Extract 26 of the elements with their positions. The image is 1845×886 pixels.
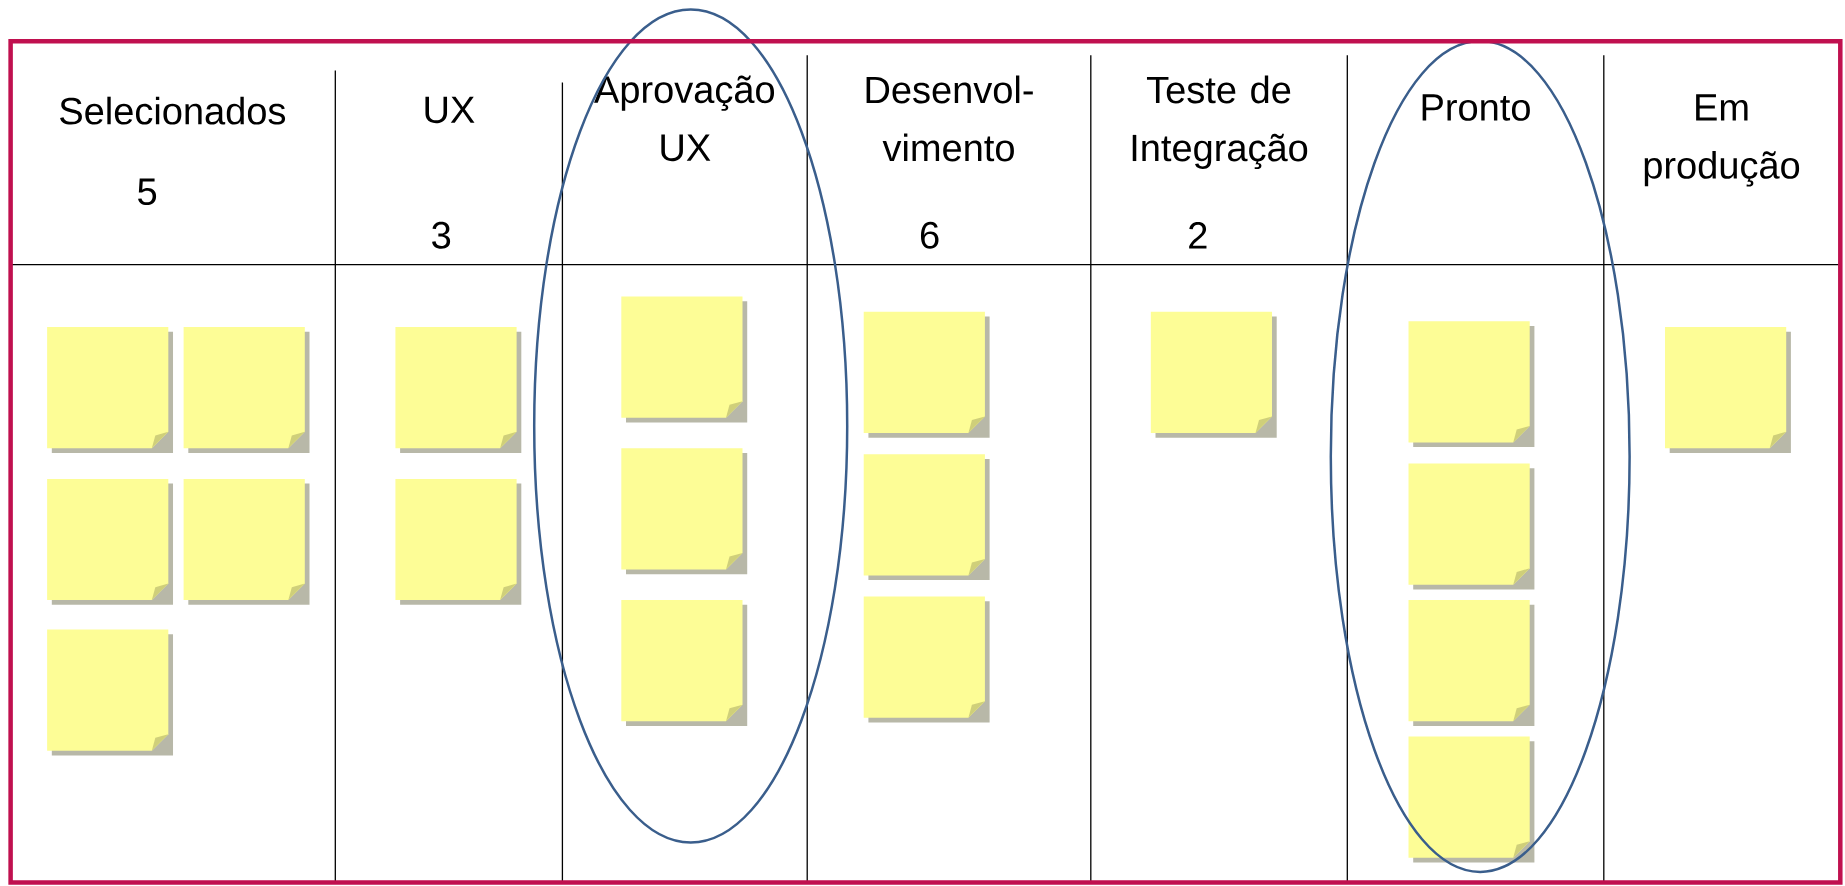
sticky-note (621, 600, 748, 726)
sticky-note (1665, 327, 1791, 453)
sticky-note (395, 478, 522, 605)
kanban-column: UX 3 (425, 96, 475, 249)
sticky-note (1150, 311, 1277, 438)
kanban-column: Teste de Integração 2 (1132, 75, 1308, 249)
kanban-column: Desenvol- vimento 6 (866, 75, 1033, 249)
sticky-note (1408, 600, 1535, 726)
sticky-note (1408, 463, 1535, 590)
sticky-note (863, 311, 990, 438)
sticky-note (395, 327, 522, 453)
sticky-note (863, 454, 990, 581)
sticky-note (621, 296, 748, 423)
kanban-column: Em produção (1644, 94, 1800, 187)
sticky-note (1408, 321, 1535, 448)
sticky-note (1408, 736, 1535, 863)
sticky-note (183, 327, 310, 453)
sticky-note (47, 478, 173, 605)
kanban-column: Pronto (1422, 94, 1530, 121)
kanban-column: Selecionados 5 (60, 96, 286, 206)
sticky-note (183, 478, 310, 605)
sticky-note (47, 327, 173, 453)
sticky-note (621, 448, 748, 575)
kanban-column: Aprovação UX (594, 75, 775, 162)
sticky-note (863, 596, 990, 723)
sticky-note (47, 629, 173, 756)
